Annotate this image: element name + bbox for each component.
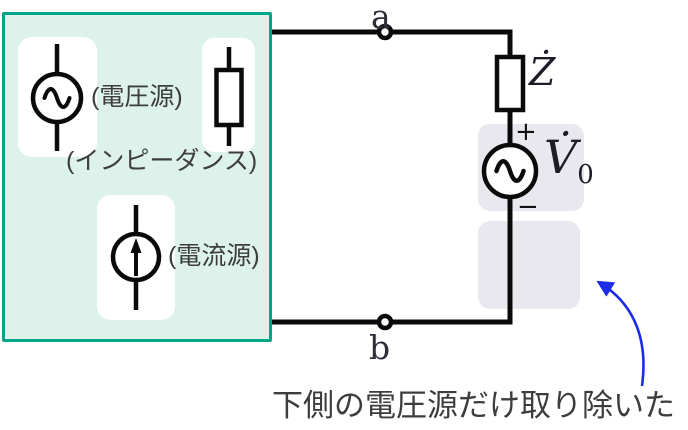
current-source-caption: (電流源) <box>168 242 260 270</box>
impedance-symbol <box>214 67 244 128</box>
terminal-a-label: a <box>371 0 391 36</box>
minus-polarity-label: − <box>517 192 539 222</box>
example-voltage-source <box>30 44 84 151</box>
sine-wave-icon <box>42 87 72 109</box>
source-voltage-label: V̇0 <box>544 134 594 188</box>
terminal-a-node <box>376 23 394 41</box>
voltage-source-symbol <box>481 142 539 200</box>
source-voltage-sub: 0 <box>577 160 594 191</box>
plus-polarity-label: + <box>515 117 537 147</box>
source-voltage-main: V̇ <box>544 130 578 184</box>
annotation-arrow-icon <box>596 280 645 387</box>
current-arrow-icon <box>130 238 142 253</box>
figure-caption: 下側の電圧源だけ取り除いた <box>272 388 675 423</box>
connection-wires <box>272 29 513 325</box>
impedance-caption: (インピーダンス) <box>66 147 258 175</box>
example-impedance <box>214 47 244 146</box>
terminal-b-node <box>376 313 394 331</box>
impedance-value-label: Ż <box>529 50 556 94</box>
top-wire <box>272 29 513 57</box>
terminal-b-label: b <box>369 328 391 367</box>
sine-wave-icon <box>494 159 526 183</box>
removed-voltage-source-region <box>478 221 580 309</box>
voltage-source-caption: (電圧源) <box>91 83 183 111</box>
bottom-wire <box>272 195 513 325</box>
impedance-symbol <box>494 54 526 113</box>
example-current-source <box>110 205 162 310</box>
